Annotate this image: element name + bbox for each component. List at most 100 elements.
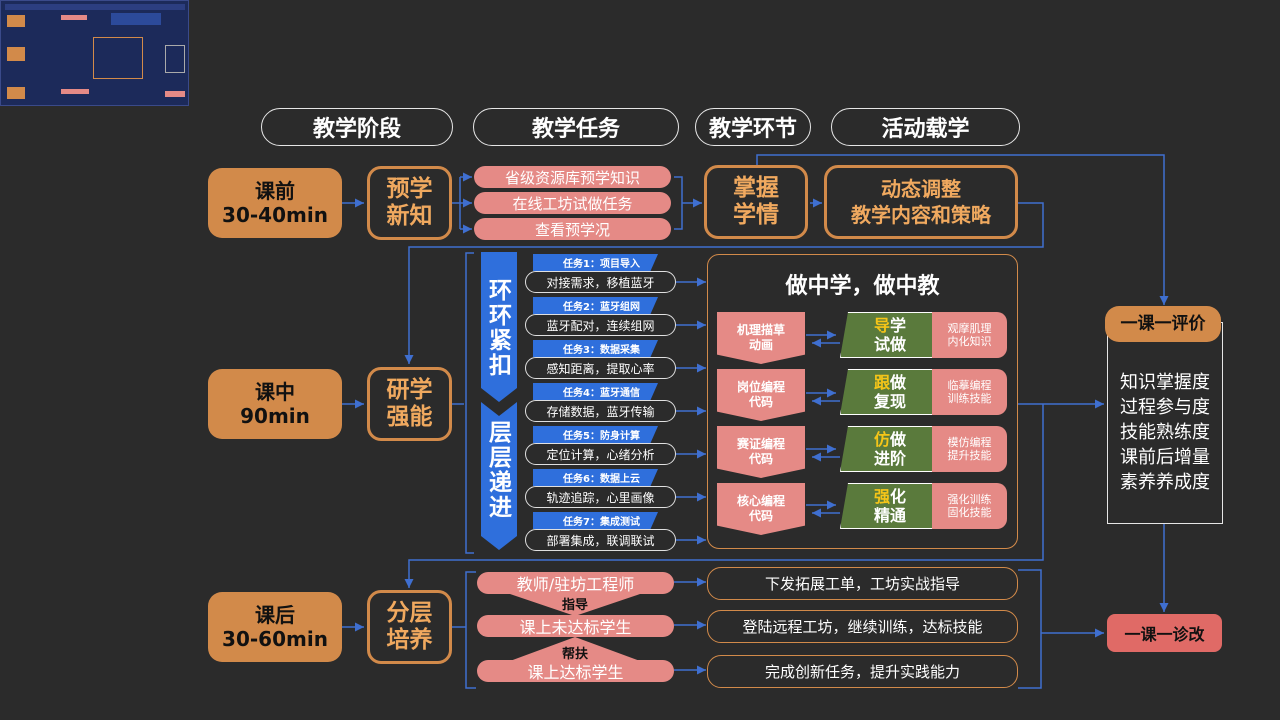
step-highlight: 跟	[873, 373, 890, 392]
method-line1: 核心编程	[736, 494, 785, 508]
method-line1: 机理描草	[736, 323, 785, 337]
task-desc-4: 存储数据，蓝牙传输	[525, 400, 676, 422]
desc-line1: 临摹编程	[947, 379, 992, 392]
step-box-4: 强化精通	[840, 483, 940, 529]
method-line2: 代码	[748, 509, 773, 523]
task-desc-3: 感知距离，提取心率	[525, 357, 676, 379]
activity-dynamic-adjust: 动态调整 教学内容和策略	[824, 165, 1018, 239]
link-line1: 掌握	[733, 175, 779, 201]
step-rest: 化	[890, 487, 907, 506]
method-line2: 动画	[748, 338, 773, 352]
step-rest: 做	[890, 430, 907, 449]
stage-pre-duration: 30-40min	[222, 203, 328, 227]
evaluation-title: 一课一评价	[1105, 306, 1221, 342]
stage-pre-title: 课前	[255, 179, 295, 203]
desc-line2: 提升技能	[947, 449, 992, 462]
post-outcome-1: 下发拓展工单，工坊实战指导	[707, 567, 1018, 600]
task-desc-2: 蓝牙配对，连续组网	[525, 314, 676, 336]
stage-pre-class: 课前 30-40min	[208, 168, 342, 238]
method-box-2: 岗位编程代码	[717, 369, 805, 421]
desc-line1: 强化训练	[947, 493, 992, 506]
method-line1: 赛证编程	[736, 437, 785, 451]
task-label-6: 任务6：数据上云	[533, 469, 658, 486]
stage-post-duration: 30-60min	[222, 627, 328, 651]
step-desc-4: 强化训练固化技能	[932, 483, 1007, 529]
post-outcome-2: 登陆远程工坊，继续训练，达标技能	[707, 610, 1018, 643]
step-box-1: 导学试做	[840, 312, 940, 358]
connector-help-label: 帮扶	[561, 647, 588, 662]
step-highlight: 强	[873, 487, 890, 506]
activity-line2: 教学内容和策略	[851, 203, 991, 227]
desc-line2: 固化技能	[947, 506, 992, 519]
evaluation-item: 课前后增量	[1120, 447, 1210, 468]
stage-post-class: 课后 30-60min	[208, 592, 342, 662]
step-line1: 导学	[874, 316, 906, 335]
post-outcome-3: 完成创新任务，提升实践能力	[707, 655, 1018, 688]
step-rest: 学	[890, 316, 907, 335]
stage-mid-title: 课中	[255, 380, 295, 404]
step-line2: 试做	[873, 335, 906, 354]
stage-in-class: 课中 90min	[208, 369, 342, 439]
task-desc-1: 对接需求，移植蓝牙	[525, 271, 676, 293]
evaluation-item: 过程参与度	[1120, 397, 1210, 418]
step-line1: 跟做	[874, 373, 906, 392]
mode-mid-line1: 研学	[386, 377, 433, 403]
step-line1: 仿做	[874, 430, 906, 449]
mode-tiered: 分层 培养	[367, 590, 452, 664]
step-line2: 精通	[873, 506, 906, 525]
activity-line1: 动态调整	[881, 177, 961, 201]
task-label-4: 任务4：蓝牙通信	[533, 383, 658, 400]
do-learn-panel	[707, 254, 1018, 549]
step-highlight: 仿	[873, 430, 890, 449]
step-box-3: 仿做进阶	[840, 426, 940, 472]
step-desc-1: 观摩肌理内化知识	[932, 312, 1007, 358]
desc-line1: 观摩肌理	[947, 322, 992, 335]
step-box-2: 跟做复现	[840, 369, 940, 415]
do-learn-title: 做中学，做中教	[785, 274, 940, 299]
header-teaching-task: 教学任务	[473, 108, 679, 146]
desc-line1: 模仿编程	[947, 436, 992, 449]
arrow-text-top: 环环紧扣	[484, 278, 511, 378]
arrow-chevron-top	[481, 252, 517, 402]
arrow-text-bottom: 层层递进	[484, 420, 511, 520]
thumbnail-preview	[0, 0, 189, 106]
stage-post-title: 课后	[255, 603, 295, 627]
step-line1: 强化	[874, 487, 906, 506]
task-desc-5: 定位计算，心绪分析	[525, 443, 676, 465]
pre-task-1: 省级资源库预学知识	[474, 166, 671, 188]
mode-post-line1: 分层	[386, 600, 433, 626]
mode-research: 研学 强能	[367, 367, 452, 441]
method-box-3: 赛证编程代码	[717, 426, 805, 478]
step-desc-3: 模仿编程提升技能	[932, 426, 1007, 472]
arrow-text-progressive: 层层递进	[479, 420, 515, 520]
link-line2: 学情	[733, 202, 779, 228]
stage-mid-duration: 90min	[240, 404, 310, 428]
desc-line2: 内化知识	[947, 335, 992, 348]
task-label-5: 任务5：防身计算	[533, 426, 658, 443]
method-box-4: 核心编程代码	[717, 483, 805, 535]
mode-pre-line1: 预学	[386, 176, 433, 202]
header-activity: 活动载学	[831, 108, 1020, 146]
link-master-situation: 掌握 学情	[704, 165, 808, 239]
task-label-2: 任务2：蓝牙组网	[533, 297, 658, 314]
header-teaching-stage: 教学阶段	[261, 108, 453, 146]
task-label-3: 任务3：数据采集	[533, 340, 658, 357]
mode-pre-line2: 新知	[386, 203, 433, 229]
blue-progress-arrows	[481, 252, 517, 550]
pre-task-3: 查看预学况	[474, 218, 671, 240]
task-label-1: 任务1：项目导入	[533, 254, 658, 271]
evaluation-items: 知识掌握度 过程参与度 技能熟练度 课前后增量 素养养成度	[1107, 370, 1223, 495]
step-line2: 复现	[873, 392, 906, 411]
post-role-below-standard: 课上未达标学生	[477, 615, 674, 637]
task-label-7: 任务7：集成测试	[533, 512, 658, 529]
desc-line2: 训练技能	[947, 392, 992, 405]
arrow-text-linked: 环环紧扣	[479, 278, 515, 378]
arrow-chevron-bottom	[481, 402, 517, 550]
post-role-teacher: 教师/驻坊工程师	[477, 572, 674, 594]
connector-guide-label: 指导	[561, 598, 588, 613]
evaluation-item: 技能熟练度	[1120, 422, 1210, 443]
step-desc-2: 临摹编程训练技能	[932, 369, 1007, 415]
mode-post-line2: 培养	[386, 627, 433, 653]
task-desc-7: 部署集成，联调联试	[525, 529, 676, 551]
